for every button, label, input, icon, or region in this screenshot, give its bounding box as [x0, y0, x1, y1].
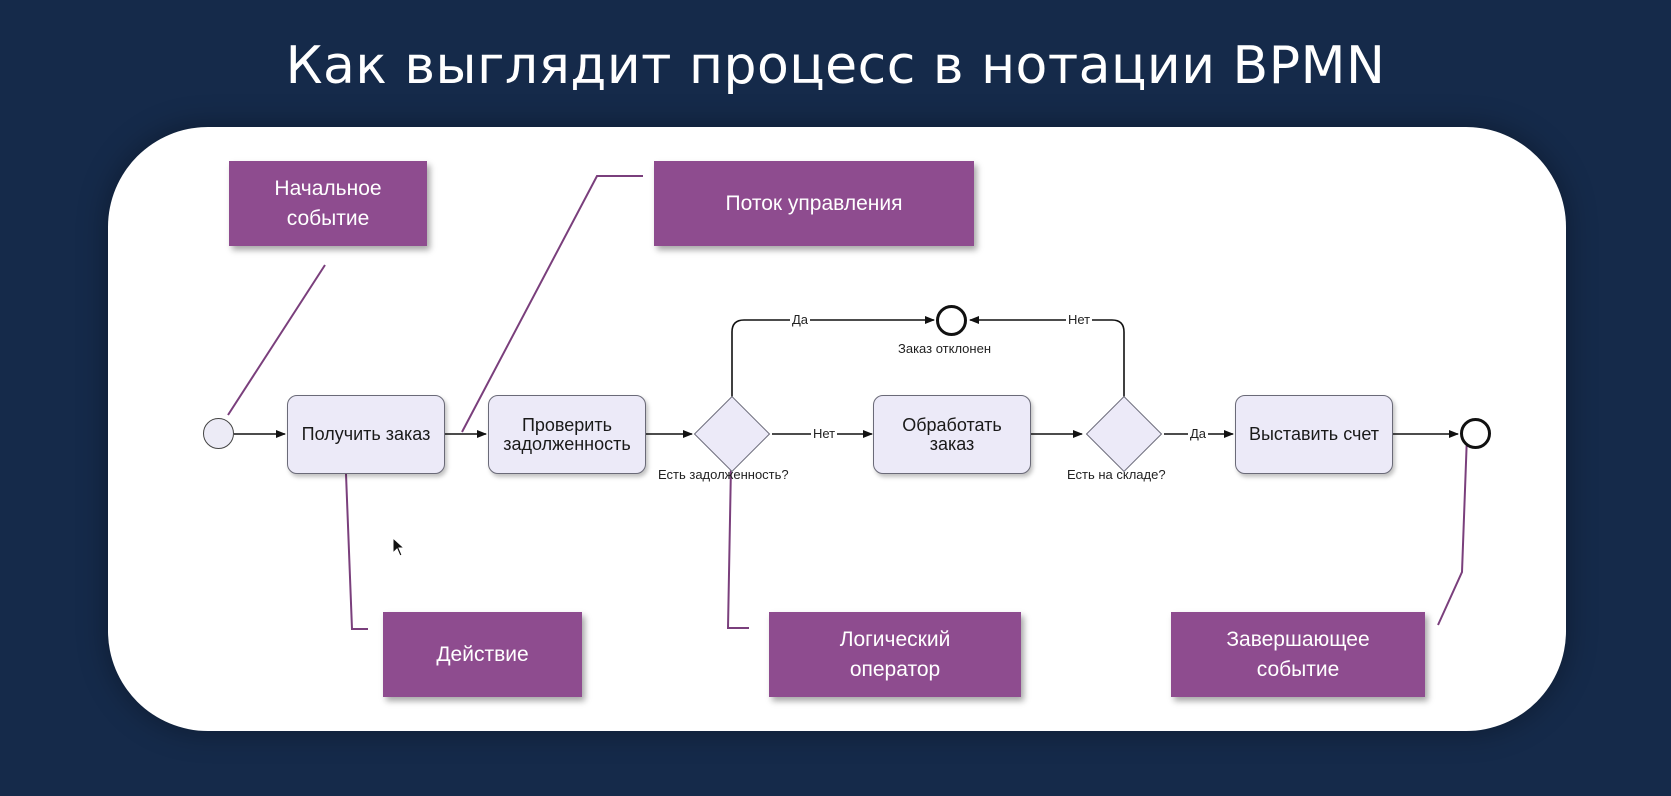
gateway-in-stock-label: Есть на складе? — [1067, 467, 1166, 482]
rejected-end-event — [936, 305, 967, 336]
leader-start-event — [227, 264, 326, 416]
task-receive-order: Получить заказ — [287, 395, 445, 474]
callout-logical-operator: Логический оператор — [769, 612, 1021, 697]
end-event — [1460, 418, 1491, 449]
flow-label-stock-no: Нет — [1066, 312, 1093, 327]
flow-gateway1-yes — [731, 316, 935, 405]
callout-start-event: Начальное событие — [229, 161, 427, 246]
flow-gateway2-no — [969, 316, 1125, 405]
gateway-has-debt-label: Есть задолженность? — [658, 467, 789, 482]
callout-control-flow: Поток управления — [654, 161, 974, 246]
task-process-order: Обработать заказ — [873, 395, 1031, 474]
rejected-event-label: Заказ отклонен — [898, 341, 991, 356]
flow-label-stock-yes: Да — [1188, 426, 1209, 441]
callout-action: Действие — [383, 612, 582, 697]
callout-end-event: Завершающее событие — [1171, 612, 1425, 697]
leader-action — [345, 473, 368, 630]
task-check-debt: Проверить задолженность — [488, 395, 646, 474]
leader-control-flow — [461, 175, 643, 433]
leader-logical-operator — [726, 464, 749, 629]
flow-label-debt-yes: Да — [790, 312, 811, 327]
mouse-cursor-icon — [392, 537, 406, 557]
slide-title: Как выглядит процесс в нотации BPMN — [285, 36, 1386, 96]
start-event — [203, 418, 234, 449]
flow-label-debt-no: Нет — [811, 426, 838, 441]
leader-end-event — [1437, 434, 1468, 626]
task-issue-invoice: Выставить счет — [1235, 395, 1393, 474]
